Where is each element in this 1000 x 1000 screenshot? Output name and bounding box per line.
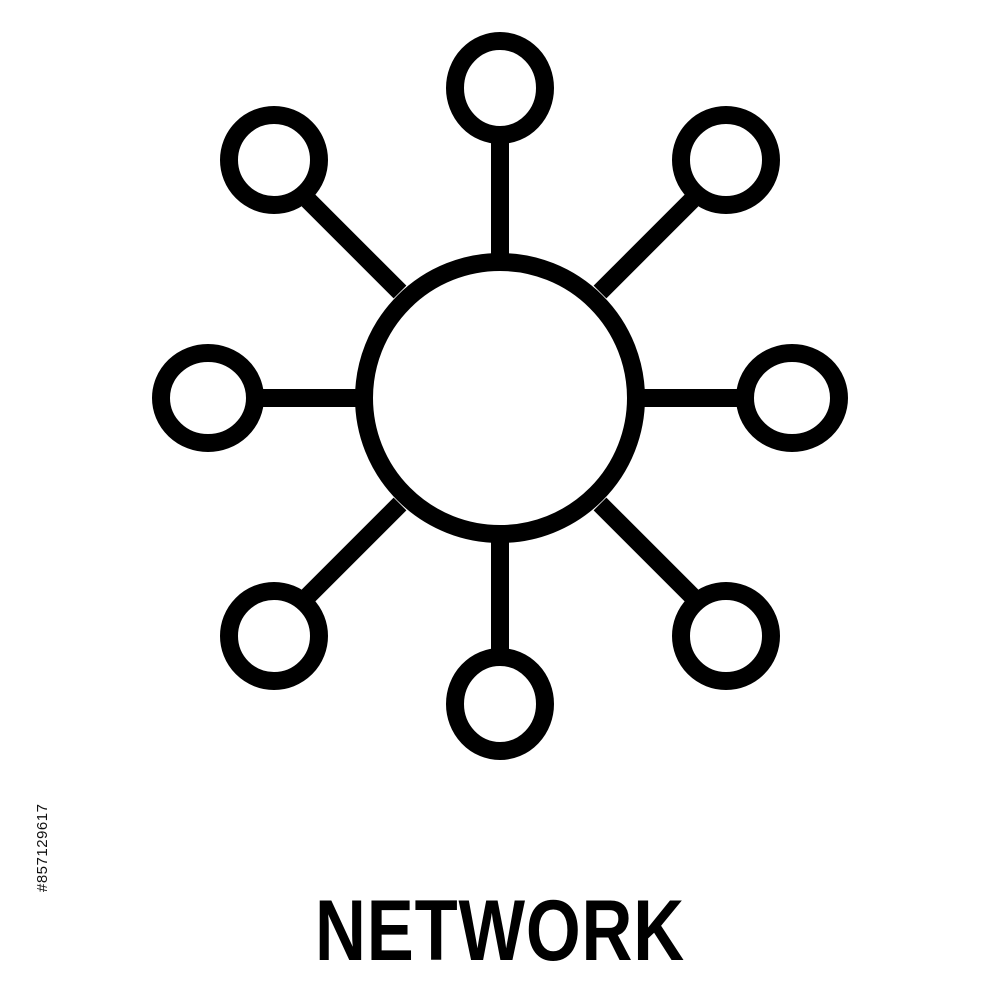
connector-bottom-left xyxy=(301,497,407,603)
connector-bottom-right xyxy=(593,497,699,603)
node-right xyxy=(736,344,848,452)
network-icon xyxy=(152,32,848,760)
node-top xyxy=(446,32,554,144)
node-bottom-left xyxy=(220,582,328,690)
connector-top-right xyxy=(593,193,699,299)
node-top-right xyxy=(672,106,780,214)
stock-id-watermark: #857129617 xyxy=(34,803,51,892)
node-bottom-right xyxy=(672,582,780,690)
node-bottom xyxy=(446,648,554,760)
hub-node xyxy=(355,253,645,543)
connector-top-left xyxy=(301,193,407,299)
node-left xyxy=(152,344,264,452)
node-top-left xyxy=(220,106,328,214)
caption-title: NETWORK xyxy=(314,883,686,979)
